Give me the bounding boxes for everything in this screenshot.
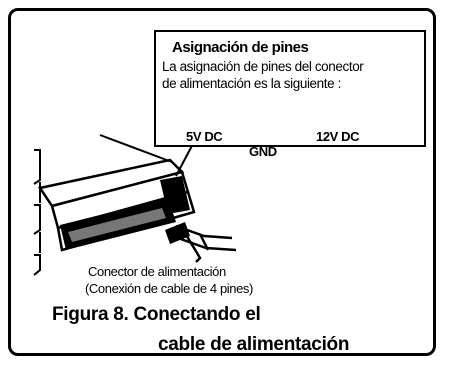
- connector-caption-line1: Conector de alimentación: [88, 264, 226, 279]
- power-cable: [175, 224, 237, 263]
- callout-description-line1: La asignación de pines del conector: [162, 59, 364, 74]
- pin-label-12v: 12V DC: [316, 129, 360, 144]
- figure-caption-line1: Figura 8. Conectando el: [52, 304, 261, 325]
- pin-label-5v: 5V DC: [186, 129, 223, 144]
- callout-title: Asignación de pines: [172, 39, 309, 56]
- callout-description-line2: de alimentación es la siguiente :: [162, 76, 341, 91]
- pin-assignment-callout: Asignación de pines La asignación de pin…: [154, 30, 426, 159]
- connector-caption-line2: (Conexión de cable de 4 pines): [85, 281, 253, 296]
- pin-label-gnd: GND: [249, 144, 277, 159]
- figure-caption-line2: cable de alimentación: [158, 334, 350, 355]
- power-connector-block: [60, 176, 190, 250]
- drive-bracket: [33, 149, 41, 276]
